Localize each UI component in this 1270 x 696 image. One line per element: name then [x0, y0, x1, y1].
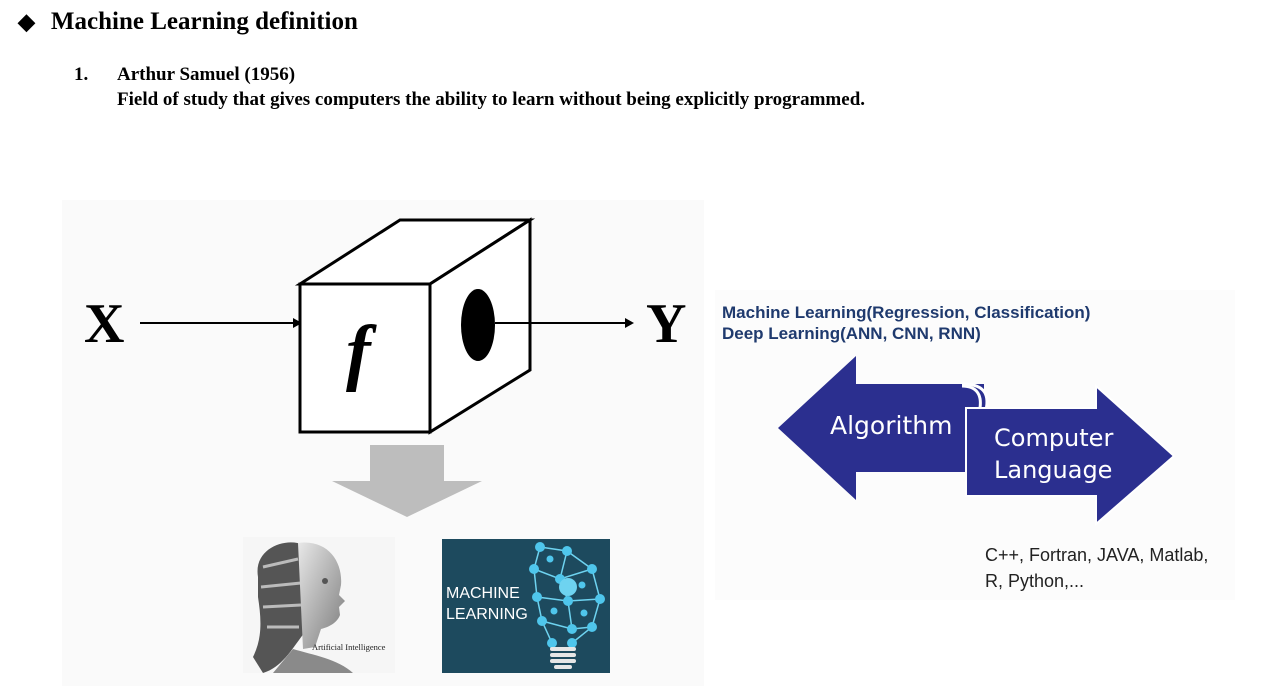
output-hole [461, 289, 495, 361]
definition-content: Arthur Samuel (1956) Field of study that… [117, 62, 865, 112]
ai-image [243, 537, 395, 673]
function-label: f [346, 311, 371, 393]
ml-description: Machine Learning(Regression, Classificat… [722, 302, 1090, 344]
ml-image-line-2: LEARNING [446, 606, 528, 623]
definition-author: Arthur Samuel (1956) [117, 64, 296, 85]
lightbulb-network-icon [529, 542, 605, 669]
down-arrow-icon [332, 445, 482, 517]
algorithm-language-arrows: Algorithm Computer Language [778, 356, 1176, 527]
language-label: Language [994, 456, 1112, 484]
computer-label: Computer [994, 424, 1113, 452]
input-x-label: X [84, 293, 125, 355]
page-title: ◆ Machine Learning definition [18, 8, 358, 36]
computer-language-arrow-shape [965, 383, 1176, 527]
ml-image-line-1: MACHINE [446, 585, 520, 602]
output-y-label: Y [646, 293, 687, 355]
language-list: C++, Fortran, JAVA, Matlab, R, Python,..… [985, 542, 1208, 594]
diamond-bullet-icon: ◆ [18, 9, 35, 34]
ml-line-1: Machine Learning(Regression, Classificat… [722, 303, 1091, 322]
algorithm-arrow-shape [778, 356, 984, 500]
ai-caption: Artificial Intelligence [312, 642, 386, 652]
robot-head-icon [253, 542, 353, 673]
input-arrowhead-icon [293, 318, 302, 328]
ml-line-2: Deep Learning(ANN, CNN, RNN) [722, 324, 981, 343]
definition-number: 1. [74, 64, 89, 85]
page-title-text: Machine Learning definition [50, 8, 358, 35]
algorithm-label: Algorithm [830, 411, 952, 440]
ml-image [442, 539, 610, 673]
function-box-diagram [140, 217, 634, 435]
language-list-line-1: C++, Fortran, JAVA, Matlab, [985, 545, 1209, 565]
output-arrowhead-icon [625, 318, 634, 328]
language-list-line-2: R, Python,... [985, 571, 1085, 591]
ml-image-text: MACHINE LEARNING [446, 583, 528, 625]
definition-text: Field of study that gives computers the … [117, 89, 866, 110]
